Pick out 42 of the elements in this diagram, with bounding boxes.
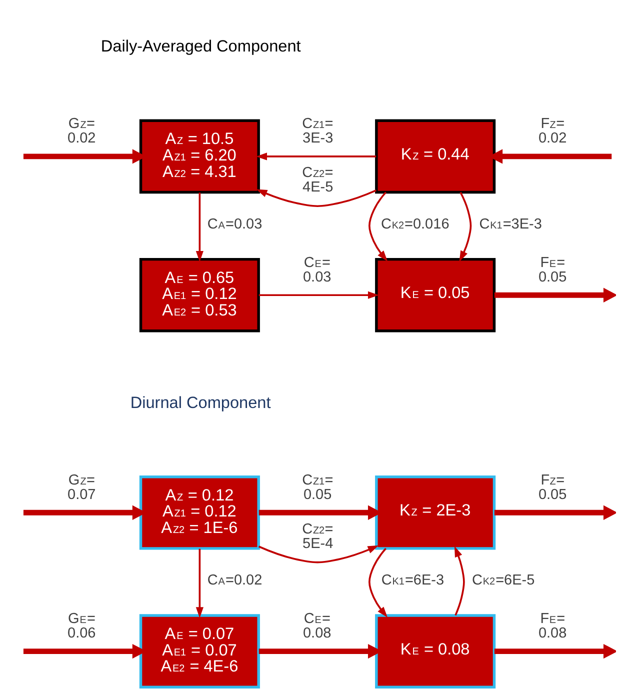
edge-label: CK2=0.016 [380, 216, 450, 232]
edge-label: CE= 0.08 [303, 611, 332, 642]
edge-label: FZ= 0.05 [538, 472, 567, 503]
node-box: KE = 0.08 [375, 614, 496, 688]
arrow [494, 505, 616, 520]
node-box: AE = 0.07 AE1 = 0.07 AE2 = 4E-6 [139, 614, 260, 688]
node-box: KE = 0.05 [375, 258, 496, 332]
edge-label: CZ2= 4E-5 [302, 165, 334, 196]
edge-label: FE= 0.08 [538, 611, 567, 642]
edge-label: CZ1= 0.05 [302, 472, 334, 503]
node-box: KZ = 0.44 [375, 119, 496, 194]
edge-label: CE= 0.03 [303, 254, 332, 286]
node-box: AZ = 0.12 AZ1 = 0.12 AZ2 = 1E-6 [139, 475, 260, 550]
arrow [459, 192, 472, 262]
node-box: AE = 0.65 AE1 = 0.12 AE2 = 0.53 [139, 258, 260, 332]
arrow [368, 192, 388, 262]
edge-label: CZ1= 3E-3 [302, 116, 334, 147]
edge-label: CA=0.03 [207, 216, 262, 232]
arrow [258, 291, 379, 299]
arrow [196, 548, 204, 618]
arrow [368, 548, 388, 618]
edge-label: CK2=6E-5 [472, 572, 535, 589]
label: Diurnal Component [130, 394, 271, 412]
arrow [256, 189, 377, 208]
arrow [258, 545, 379, 564]
edge-label: CA=0.02 [207, 572, 262, 589]
edge-label: CK1=3E-3 [479, 216, 542, 232]
node-box: KZ = 2E-3 [375, 475, 496, 550]
edge-label: GE= 0.06 [68, 611, 96, 642]
arrow [494, 288, 616, 302]
edge-label: GZ= 0.07 [68, 472, 96, 503]
edge-label: GZ= 0.02 [68, 116, 96, 147]
arrow [256, 152, 376, 160]
edge-label: FE= 0.05 [538, 254, 567, 286]
arrow [454, 546, 465, 616]
label: Daily-Averaged Component [100, 38, 301, 56]
node-box: AZ = 10.5 AZ1 = 6.20 AZ2 = 4.31 [139, 119, 260, 194]
edge-label: CZ2= 5E-4 [302, 521, 334, 552]
edge-label: FZ= 0.02 [538, 116, 567, 147]
edge-label: CK1=6E-3 [381, 572, 444, 589]
arrow [196, 192, 204, 262]
arrow [494, 644, 616, 659]
